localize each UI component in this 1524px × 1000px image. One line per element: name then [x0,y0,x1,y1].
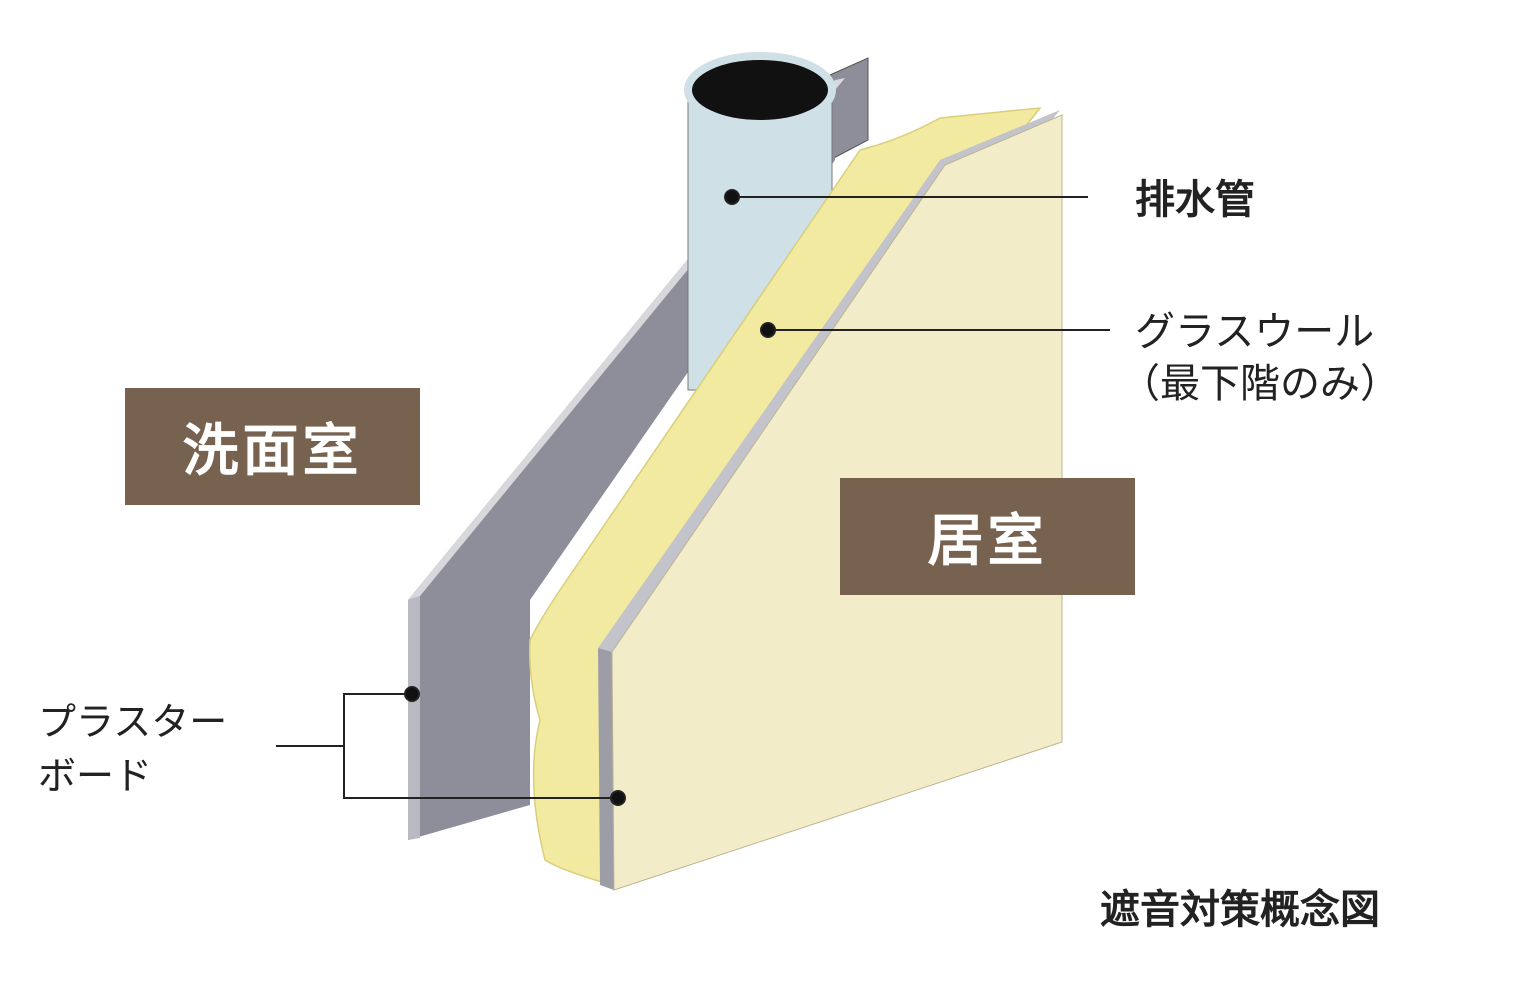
plaster-board-label-2: ボード [38,754,153,798]
drain-pipe-top [688,56,832,124]
glass-wool [528,107,1042,886]
glass-wool-label: グラスウール [1135,309,1375,355]
diagram-caption: 遮音対策概念図 [1100,887,1380,933]
washroom-label: 洗面室 [125,388,420,505]
drain-pipe-label: 排水管 [1135,177,1255,223]
living-room-label: 居室 [840,478,1135,595]
front-plaster-board-face [611,114,1063,891]
glass-wool-note: （最下階のみ） [1120,361,1400,407]
leader-lines [276,189,1110,806]
back-plaster-board-edge-side [408,596,420,840]
plaster-board-label-1: プラスター [38,700,228,744]
stud [829,57,869,161]
front-plaster-board-side [598,648,614,890]
